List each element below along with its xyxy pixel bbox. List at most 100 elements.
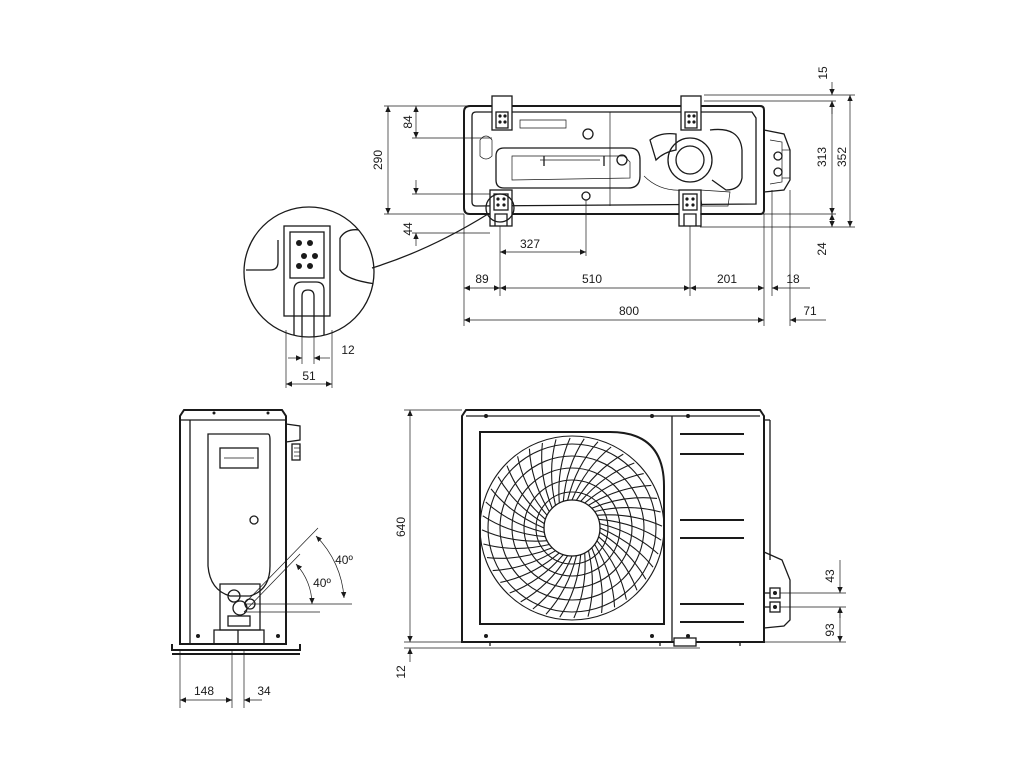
- dim-label-84: 84: [401, 115, 415, 129]
- dim-43: 43: [823, 560, 843, 618]
- fan-spoke: [580, 462, 635, 502]
- fan-spoke: [485, 501, 545, 533]
- fan-spoke: [584, 473, 644, 504]
- dim-label-313: 313: [815, 147, 829, 167]
- fan-spoke: [594, 507, 661, 513]
- fan-spoke: [506, 465, 546, 520]
- dim-24: 24: [815, 214, 835, 256]
- detail-leader-line: [371, 213, 489, 269]
- angle-40-upper: 40º: [243, 527, 353, 605]
- dim-label-71: 71: [803, 304, 817, 318]
- dim-352: 352: [835, 95, 853, 227]
- fan-spoke: [490, 488, 545, 529]
- detail-circle: [243, 206, 375, 338]
- dim-label-89: 89: [475, 272, 489, 286]
- dim-label-352: 352: [835, 147, 849, 167]
- dim-label-148: 148: [194, 684, 214, 698]
- dim-label-93: 93: [823, 623, 837, 637]
- side-view: 40º 40º 148 34: [171, 409, 353, 708]
- dim-327: 327: [500, 237, 586, 255]
- fan-spoke: [575, 453, 624, 501]
- dim-label-51: 51: [302, 369, 316, 383]
- fan-spoke: [481, 529, 548, 542]
- fan-spoke: [517, 456, 548, 516]
- dim-label-18: 18: [786, 272, 800, 286]
- dim-12-detail: 12: [288, 343, 355, 361]
- dim-label-800: 800: [619, 304, 639, 318]
- mounting-foot-top-left[interactable]: [491, 95, 513, 131]
- dim-label-201: 201: [717, 272, 737, 286]
- fan-spoke: [486, 547, 553, 559]
- dim-84: 84: [401, 106, 419, 138]
- fan-spoke: [532, 555, 573, 610]
- fan-spoke: [545, 555, 577, 615]
- angle-label-40-upper: 40º: [335, 553, 353, 567]
- fan-spoke: [562, 438, 585, 502]
- fan-spoke: [596, 514, 663, 527]
- dim-313: 313: [815, 101, 835, 214]
- dim-44: 44: [401, 180, 419, 246]
- mounting-foot-top-right[interactable]: [680, 95, 702, 131]
- fan-spoke: [594, 544, 616, 608]
- fan-spoke: [483, 543, 550, 549]
- angle-label-40-lower: 40º: [313, 576, 331, 590]
- dim-label-34: 34: [257, 684, 271, 698]
- detail-view: 12 51: [243, 193, 515, 388]
- fan-spoke: [598, 518, 662, 541]
- dim-800: 800: [464, 304, 764, 323]
- dim-label-44: 44: [401, 222, 415, 236]
- fan-spoke: [587, 550, 593, 617]
- dim-label-327: 327: [520, 237, 540, 251]
- dim-640: 640: [394, 410, 413, 642]
- dim-148: 148: [180, 684, 232, 703]
- dim-71: 71: [790, 304, 826, 323]
- fan-spoke: [573, 552, 586, 619]
- fan-spoke: [509, 554, 564, 594]
- fan-spoke: [596, 540, 627, 600]
- dim-label-15: 15: [816, 66, 830, 80]
- fan-spoke: [599, 531, 647, 580]
- fan-spoke: [528, 448, 550, 512]
- fan-spoke: [598, 536, 638, 591]
- fan-spoke: [591, 547, 603, 614]
- top-view: 15 84 290 313 352 44 24 327: [371, 66, 855, 326]
- fan-spoke: [558, 437, 571, 504]
- fan-spoke: [588, 484, 652, 506]
- dim-290: 290: [371, 106, 391, 214]
- fan-spoke: [591, 497, 658, 509]
- dim-51: 51: [286, 369, 332, 387]
- fan-spoke: [599, 523, 659, 555]
- dim-label-43: 43: [823, 569, 837, 583]
- front-view: 640 12 43 93: [394, 409, 846, 679]
- dim-label-12-detail: 12: [341, 343, 355, 357]
- dim-label-24: 24: [815, 242, 829, 256]
- fan-grille-spokes: [481, 437, 663, 619]
- fan-spoke: [500, 552, 560, 583]
- dim-label-510: 510: [582, 272, 602, 286]
- dim-label-290: 290: [371, 150, 385, 170]
- dim-label-12-front: 12: [394, 665, 408, 679]
- mounting-foot-bottom-right[interactable]: [678, 189, 702, 227]
- fan-spoke: [520, 555, 569, 603]
- fan-spoke: [571, 446, 612, 501]
- top-view-body: [463, 105, 791, 215]
- fan-spoke: [567, 441, 599, 501]
- angle-40-lower: 40º: [243, 553, 331, 613]
- dim-12-front: 12: [394, 648, 413, 679]
- fan-spoke: [551, 439, 557, 506]
- fan-spoke: [599, 527, 654, 568]
- dim-15: 15: [816, 66, 835, 114]
- fan-spoke: [482, 515, 546, 538]
- top-view-extension-lines: [384, 94, 855, 326]
- fan-spoke: [497, 476, 545, 525]
- dim-label-640: 640: [394, 517, 408, 537]
- fan-spoke: [492, 550, 556, 572]
- service-valves: [764, 587, 781, 613]
- dim-34: 34: [244, 684, 271, 703]
- fan-spoke: [541, 442, 553, 509]
- dim-89-510-201-18: 89 510 201 18: [464, 272, 810, 291]
- dim-93: 93: [823, 607, 843, 642]
- fan-spoke: [559, 554, 582, 618]
